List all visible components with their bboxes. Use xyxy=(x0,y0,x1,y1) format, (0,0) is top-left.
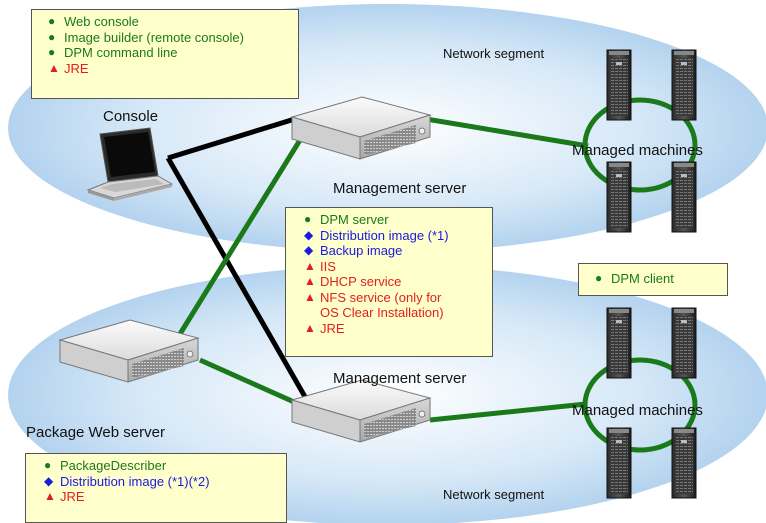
server-item-text: DHCP service xyxy=(320,274,402,289)
server-item-text: IIS xyxy=(320,258,336,274)
package-item-text: JRE xyxy=(60,489,85,504)
console-item: ● Web console xyxy=(48,14,292,30)
server-item: ▲ NFS service (only for xyxy=(304,290,486,306)
network-segment-1-label: Network segment xyxy=(443,46,545,61)
triangle-bullet-icon: ▲ xyxy=(304,258,316,273)
console-to-server1-link xyxy=(167,115,299,161)
package-item: ● PackageDescriber xyxy=(44,458,280,474)
circle-bullet-icon: ● xyxy=(44,458,52,472)
server1-to-managed1-link xyxy=(419,115,589,149)
server-item: ▲ DHCP service xyxy=(304,274,486,290)
console-item-text: JRE xyxy=(64,60,89,76)
server1-to-pkgserver-link xyxy=(172,130,308,344)
triangle-bullet-icon: ▲ xyxy=(304,274,316,288)
server-item: ▲ JRE xyxy=(304,321,486,337)
management-server-2-label: Management server xyxy=(333,370,467,387)
server-item: ◆ Backup image xyxy=(304,243,486,259)
client-item: ● DPM client xyxy=(595,271,721,287)
network-links xyxy=(165,115,589,423)
console-item: ● DPM command line xyxy=(48,45,292,61)
managed-machines-1-label: Managed machines xyxy=(572,142,703,159)
package-item: ▲ JRE xyxy=(44,489,280,505)
circle-bullet-icon: ● xyxy=(595,271,603,285)
server-item-text: Distribution image (*1) xyxy=(320,227,449,243)
console-to-server2-link xyxy=(165,156,311,404)
server-item-continuation: OS Clear Installation) xyxy=(320,305,444,320)
console-components-box: ● Web console ● Image builder (remote cons… xyxy=(31,9,299,99)
triangle-bullet-icon: ▲ xyxy=(304,320,316,335)
circle-bullet-icon: ● xyxy=(48,45,56,59)
managed-machines-upper xyxy=(582,49,698,233)
server-item: ● DPM server xyxy=(304,212,486,228)
server-item-text: JRE xyxy=(320,320,345,336)
triangle-bullet-icon: ▲ xyxy=(44,489,56,503)
package-web-server-label: Package Web server xyxy=(26,424,165,441)
package-item-text: PackageDescriber xyxy=(60,458,167,473)
console-label: Console xyxy=(103,108,159,125)
circle-bullet-icon: ● xyxy=(304,212,312,226)
network-segment-2-label: Network segment xyxy=(443,487,545,502)
triangle-bullet-icon: ▲ xyxy=(48,60,60,75)
server-item-text: NFS service (only for xyxy=(320,289,442,305)
server-item: ▲ IIS xyxy=(304,259,486,275)
diamond-bullet-icon: ◆ xyxy=(304,243,314,257)
server-item-text: DPM server xyxy=(320,212,389,227)
client-item-text: DPM client xyxy=(611,271,674,286)
server-item-text: Backup image xyxy=(320,243,403,258)
console-item: ● Image builder (remote console) xyxy=(48,30,292,46)
management-server-1-label: Management server xyxy=(333,180,467,197)
server-components-box: ● DPM server ◆ Distribution image (*1) ◆ Ba… xyxy=(285,207,493,357)
console-laptop xyxy=(86,127,174,201)
circle-bullet-icon: ● xyxy=(48,29,56,44)
package-item: ◆ Distribution image (*1)(*2) xyxy=(44,474,280,490)
console-item-text: Web console xyxy=(64,14,139,29)
managed-machines-lower xyxy=(582,307,698,499)
circle-bullet-icon: ● xyxy=(48,14,56,28)
server-item: ◆ Distribution image (*1) xyxy=(304,228,486,244)
client-components-box: ● DPM client xyxy=(578,263,728,296)
console-item-text: DPM command line xyxy=(64,45,178,60)
managed-machines-2-label: Managed machines xyxy=(572,402,703,419)
diamond-bullet-icon: ◆ xyxy=(44,473,54,488)
server2-to-managed2-link xyxy=(429,401,587,423)
diamond-bullet-icon: ◆ xyxy=(304,227,314,242)
triangle-bullet-icon: ▲ xyxy=(304,289,316,304)
console-item: ▲ JRE xyxy=(48,61,292,77)
package-item-text: Distribution image (*1)(*2) xyxy=(60,473,210,489)
package-components-box: ● PackageDescriber ◆ Distribution image (*… xyxy=(25,453,287,523)
console-item-text: Image builder (remote console) xyxy=(64,29,244,45)
